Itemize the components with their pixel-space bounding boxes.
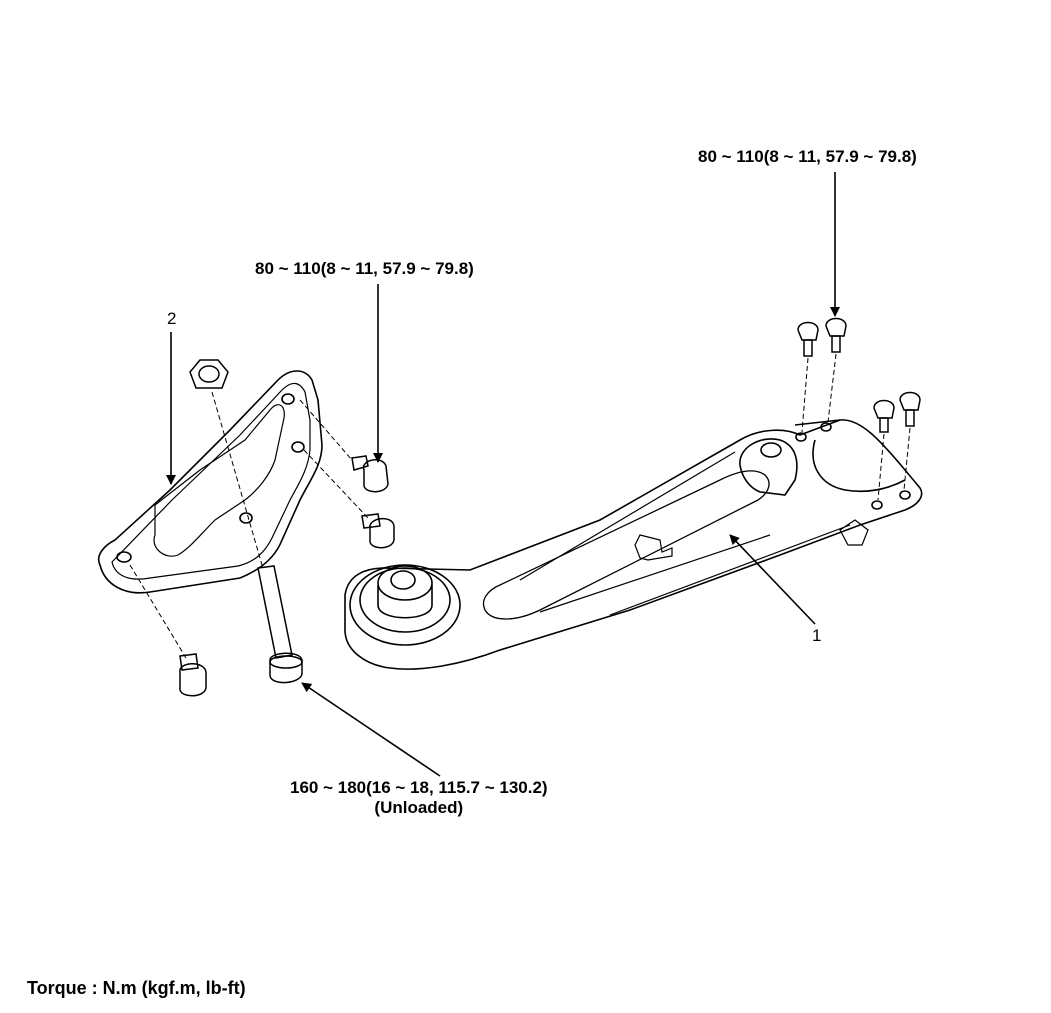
bracket-bolts xyxy=(129,399,395,697)
torque-label-arm-bolts: 80 ~ 110(8 ~ 11, 57.9 ~ 79.8) xyxy=(698,147,917,166)
arrow-bottom xyxy=(301,682,441,777)
arrow-part-1 xyxy=(729,534,816,625)
leader-arrows xyxy=(166,172,840,777)
bracket-part xyxy=(97,370,323,594)
torque-label-bracket-bolts: 80 ~ 110(8 ~ 11, 57.9 ~ 79.8) xyxy=(255,259,474,278)
arm-bolts xyxy=(797,317,921,501)
torque-note: (Unloaded) xyxy=(374,798,464,817)
callout-part-1: 1 xyxy=(812,626,822,645)
torque-value: 160 ~ 180(16 ~ 18, 115.7 ~ 130.2) xyxy=(290,778,548,797)
lower-arm-part xyxy=(344,419,923,670)
nut-and-long-bolt xyxy=(189,359,303,684)
callout-part-2: 2 xyxy=(167,309,177,328)
torque-units-legend: Torque : N.m (kgf.m, lb-ft) xyxy=(27,978,246,998)
torque-label-long-bolt: 160 ~ 180(16 ~ 18, 115.7 ~ 130.2) (Unloa… xyxy=(290,778,548,818)
